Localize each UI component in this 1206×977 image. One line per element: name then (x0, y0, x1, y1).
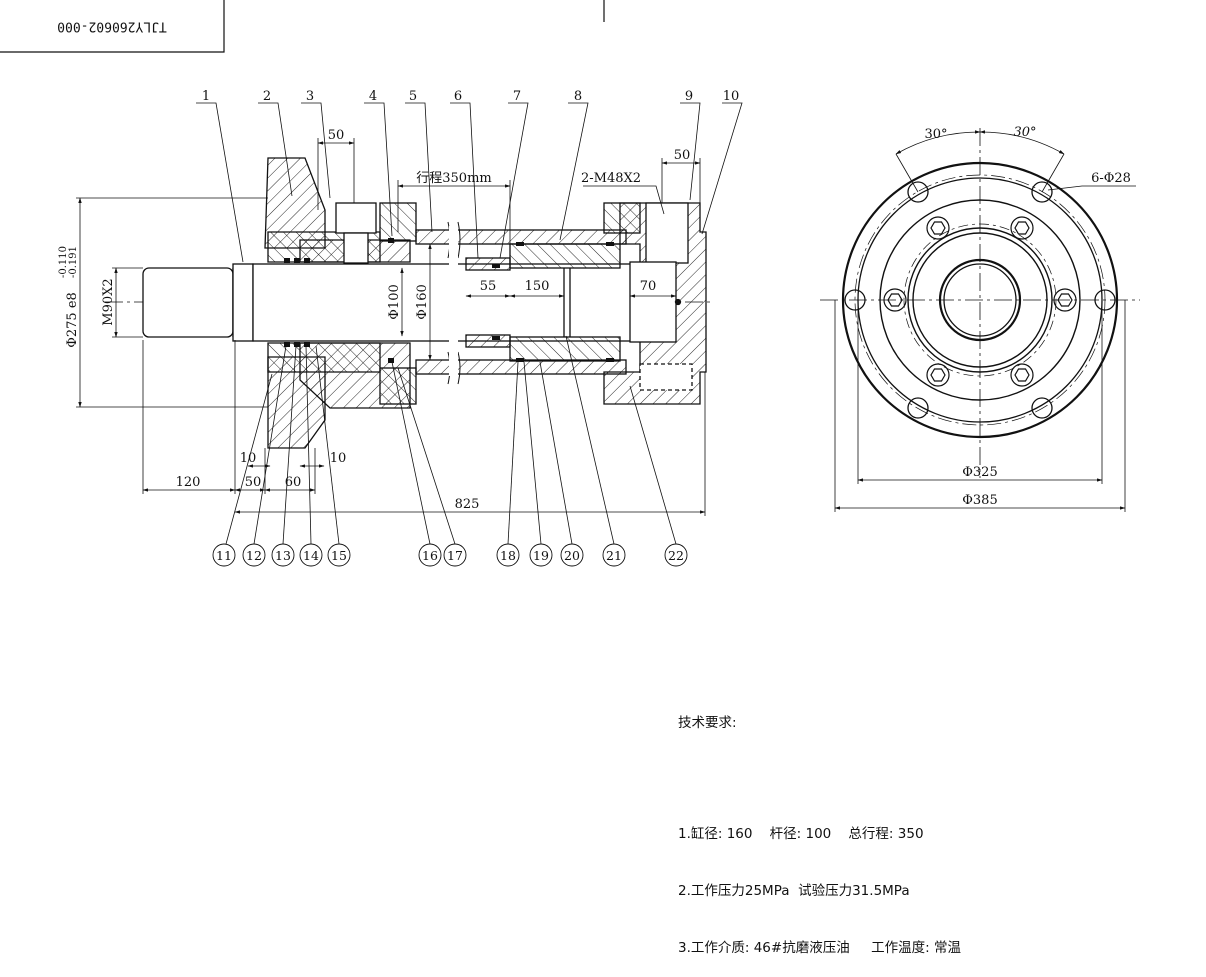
balloon: 18 (496, 543, 520, 567)
technical-requirements: 技术要求: 1.缸径: 160 杆径: 100 总行程: 350 2.工作压力2… (678, 676, 961, 977)
piston-rod (252, 263, 634, 342)
part-label: 7 (513, 89, 521, 104)
svg-text:17: 17 (447, 548, 463, 563)
bolt-heads (883, 216, 1077, 387)
drawing-number: TJLY260602-000 (57, 19, 167, 34)
svg-text:21: 21 (606, 548, 622, 563)
dim-70: 70 (640, 279, 657, 294)
end-view (820, 128, 1140, 512)
piston-top (509, 243, 621, 269)
dim-150: 150 (525, 279, 550, 294)
notes-line-1: 1.缸径: 160 杆径: 100 总行程: 350 (678, 826, 924, 842)
cylinder-tube-top (415, 229, 627, 245)
dim-325: Φ325 (962, 465, 997, 480)
title-block: TJLY260602-000 (0, 0, 605, 53)
notes-heading: 技术要求: (678, 715, 737, 731)
part-label: 3 (306, 89, 314, 104)
balloon: 19 (529, 543, 553, 567)
rod-nut (232, 263, 254, 342)
dim-825: 825 (455, 497, 480, 512)
dim-rod-thread: M90X2 (101, 278, 116, 325)
rod-hole (938, 258, 1022, 342)
balloon: 21 (602, 543, 626, 567)
balloon: 20 (560, 543, 584, 567)
balloon: 11 (212, 543, 236, 567)
cylinder-tube-bottom (415, 359, 627, 375)
leader-lines (196, 102, 743, 545)
dim-tol-lower: -0.191 (68, 246, 79, 278)
balloon: 12 (242, 543, 266, 567)
drawing-canvas: TJLY260602-000 (0, 0, 1140, 567)
section-view (105, 157, 712, 449)
dimension-lines (76, 138, 706, 516)
svg-text:20: 20 (564, 548, 580, 563)
balloon: 16 (418, 543, 442, 567)
balloon: 14 (299, 543, 323, 567)
part-numbers-top: 1 2 3 4 5 6 7 8 9 10 (202, 89, 739, 104)
balloon: 17 (443, 543, 467, 567)
part-label: 1 (202, 89, 210, 104)
notes-line-3: 3.工作介质: 46#抗磨液压油 工作温度: 常温 (678, 940, 962, 956)
dim-10-right: 10 (330, 451, 347, 466)
balloon: 13 (271, 543, 295, 567)
dim-tol-upper: -0.110 (58, 246, 69, 278)
outer-flange (841, 161, 1119, 439)
part-label: 10 (723, 89, 740, 104)
svg-text:11: 11 (216, 548, 232, 563)
piston-bottom (509, 336, 621, 362)
dim-bore-dia: Φ160 (415, 284, 430, 319)
balloon: 15 (327, 543, 351, 567)
part-label: 2 (263, 89, 271, 104)
front-flange (264, 157, 326, 249)
svg-text:18: 18 (500, 548, 516, 563)
part-label: 4 (369, 89, 377, 104)
dim-stroke: 行程350mm (416, 171, 491, 186)
dim-50-top-right: 50 (674, 148, 691, 163)
angle-left: 30° (924, 127, 947, 142)
dim-10-left: 10 (240, 451, 257, 466)
dim-rod-dia: Φ100 (387, 284, 402, 319)
part-label: 9 (685, 89, 693, 104)
mounting-holes (844, 181, 1116, 419)
balloon: 22 (664, 543, 688, 567)
part-label: 6 (454, 89, 462, 104)
svg-text:19: 19 (533, 548, 549, 563)
dim-60: 60 (285, 475, 302, 490)
svg-text:22: 22 (668, 548, 684, 563)
svg-text:16: 16 (422, 548, 438, 563)
pilot-circle (879, 199, 1081, 401)
svg-text:12: 12 (246, 548, 262, 563)
dim-50-bottom: 50 (245, 475, 262, 490)
angle-right: 30° (1013, 125, 1036, 140)
dim-flange-dia: Φ275 e8 (65, 292, 80, 348)
svg-text:15: 15 (331, 548, 347, 563)
part-label: 8 (574, 89, 582, 104)
dim-120: 120 (176, 475, 201, 490)
dim-50-top-left: 50 (328, 128, 345, 143)
end-view-texts: 30° 30° 6-Φ28 Φ325 Φ385 (924, 125, 1130, 508)
dim-55: 55 (480, 279, 497, 294)
dim-port-thread: 2-M48X2 (581, 171, 641, 186)
rear-ring (603, 202, 641, 234)
seals (284, 238, 614, 363)
notes-line-2: 2.工作压力25MPa 试验压力31.5MPa (678, 883, 910, 899)
rod-thread-end (142, 267, 234, 338)
dimension-texts: 50 行程350mm 2-M48X2 50 Φ100 Φ160 55 150 7… (58, 128, 690, 512)
dim-385: Φ385 (962, 493, 997, 508)
svg-text:13: 13 (275, 548, 291, 563)
gland-port (335, 202, 377, 234)
svg-text:14: 14 (303, 548, 319, 563)
part-label: 5 (409, 89, 417, 104)
holes-callout: 6-Φ28 (1091, 171, 1131, 186)
part-balloons-bottom: 11 12 13 14 15 16 17 18 19 20 21 22 (212, 543, 688, 567)
